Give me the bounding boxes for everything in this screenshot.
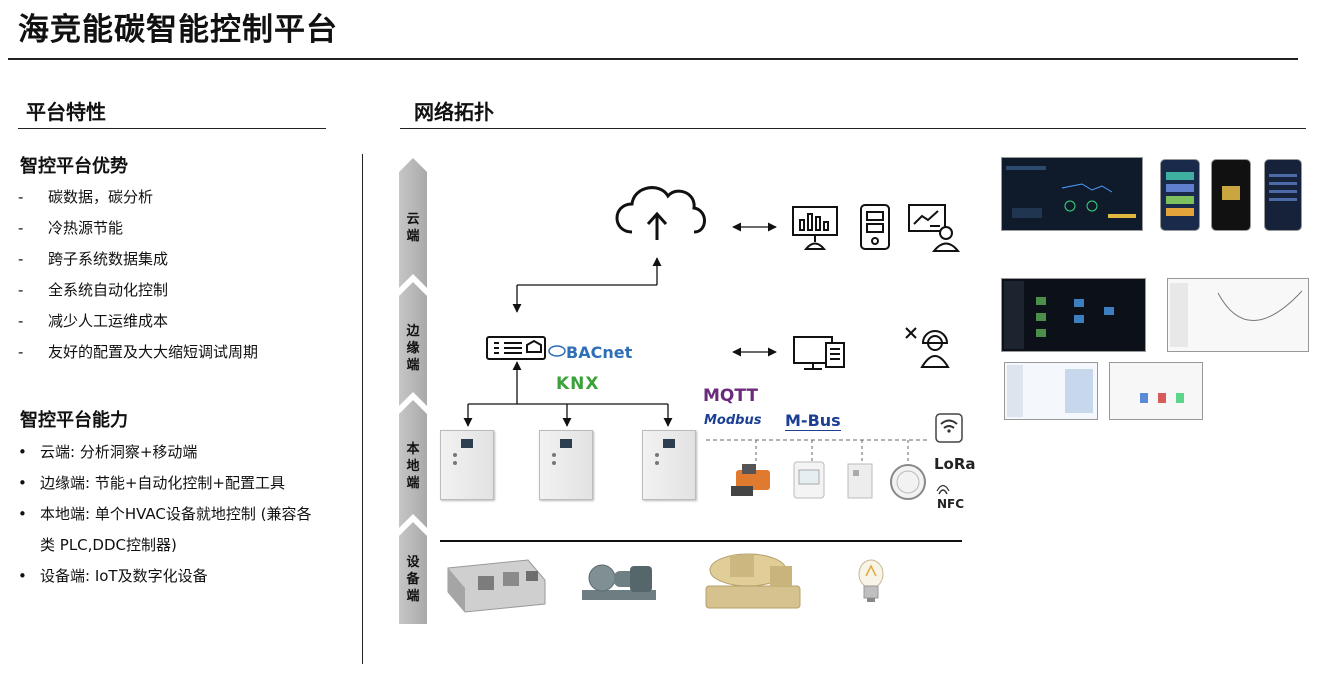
- capability-bullet: •: [18, 443, 27, 461]
- tier-device-segment: [399, 522, 427, 624]
- capability-text: 设备端: IoT及数字化设备: [40, 567, 208, 585]
- chiller-unit: [705, 553, 801, 609]
- cloud-dashboard-screenshot: [1001, 157, 1143, 231]
- advantage-item: - 减少人工运维成本: [18, 310, 168, 331]
- tier-bar: [399, 158, 427, 624]
- mobile-app-screenshot-2: [1211, 159, 1251, 231]
- gateway-icon: [486, 336, 546, 360]
- engineer-icon: [905, 327, 950, 368]
- advantage-bullet: -: [18, 250, 24, 268]
- tier-label-cloud: 云 端: [406, 212, 420, 244]
- dashboard-monitor-icon: [792, 206, 838, 250]
- controller-cabinet-2: [539, 430, 593, 500]
- mobile-app-screenshot-1: [1160, 159, 1200, 231]
- advantage-item: - 全系统自动化控制: [18, 279, 168, 300]
- sensor-device: [847, 463, 873, 499]
- knx-label: KNX: [556, 374, 600, 394]
- capability-item: • 边缘端: 节能+自动化控制+配置工具: [18, 472, 285, 493]
- controller-cabinet-1: [440, 430, 494, 500]
- advantage-text: 冷热源节能: [48, 219, 124, 237]
- tier-label-local: 本 地 端: [406, 442, 420, 491]
- wifi-icon: [935, 413, 963, 443]
- air-handling-unit: [447, 559, 546, 613]
- page-title: 海竞能碳智能控制平台: [18, 12, 338, 48]
- config-tool-screenshot-2: [1109, 362, 1203, 420]
- capability-item: 类 PLC,DDC控制器): [20, 534, 177, 555]
- edge-scada-screenshot: [1001, 278, 1146, 352]
- mobile-app-screenshot-3: [1264, 159, 1302, 231]
- advantage-text: 碳数据，碳分析: [48, 188, 154, 206]
- advantage-text: 减少人工运维成本: [48, 312, 169, 330]
- nfc-icon: [936, 484, 950, 495]
- advantage-bullet: -: [18, 343, 24, 361]
- advantages-title: 智控平台优势: [20, 156, 128, 177]
- edge-chart-screenshot: [1167, 278, 1309, 352]
- mqtt-label: MQTT: [703, 386, 758, 406]
- capability-text: 本地端: 单个HVAC设备就地控制 (兼容各: [40, 505, 312, 523]
- smart-bulb: [858, 559, 884, 602]
- topology-heading: 网络拓扑: [414, 100, 494, 124]
- pump-unit: [582, 564, 656, 600]
- nfc-label: NFC: [937, 497, 965, 511]
- capability-text: 边缘端: 节能+自动化控制+配置工具: [40, 474, 285, 492]
- features-heading: 平台特性: [26, 100, 106, 124]
- mbus-label: M-Bus: [785, 411, 841, 431]
- advantage-text: 友好的配置及大大缩短调试周期: [48, 343, 259, 361]
- advantage-item: - 冷热源节能: [18, 217, 123, 238]
- lora-label: LoRa: [934, 455, 976, 473]
- advantage-item: - 友好的配置及大大缩短调试周期: [18, 341, 258, 362]
- tier-local-segment: [399, 400, 427, 528]
- capabilities-title: 智控平台能力: [20, 410, 128, 431]
- topology-heading-rule: [400, 128, 1306, 129]
- capability-item: • 本地端: 单个HVAC设备就地控制 (兼容各: [18, 503, 312, 524]
- tier-label-device: 设 备 端: [406, 555, 420, 604]
- bacnet-label: BACnet: [566, 343, 633, 362]
- advantage-bullet: -: [18, 188, 24, 206]
- advantage-bullet: -: [18, 281, 24, 299]
- features-heading-rule: [18, 128, 326, 129]
- column-divider: [362, 154, 363, 664]
- capability-bullet: •: [18, 474, 27, 492]
- advantage-text: 全系统自动化控制: [48, 281, 169, 299]
- advantage-item: - 碳数据，碳分析: [18, 186, 153, 207]
- advantage-item: - 跨子系统数据集成: [18, 248, 168, 269]
- advantage-bullet: -: [18, 219, 24, 237]
- title-divider: [8, 58, 1298, 60]
- capability-text: 类 PLC,DDC控制器): [40, 536, 177, 554]
- cloud-upload-icon: [615, 186, 706, 240]
- modbus-label: Modbus: [704, 413, 762, 428]
- bacnet-logo: [548, 345, 566, 357]
- analyst-user-icon: [908, 204, 961, 252]
- capability-bullet: •: [18, 505, 27, 523]
- capability-text: 云端: 分析洞察+移动端: [40, 443, 198, 461]
- tier-cloud-segment: [399, 158, 427, 288]
- capability-bullet: •: [18, 567, 27, 585]
- capability-item: • 云端: 分析洞察+移动端: [18, 441, 197, 462]
- thermostat-device: [793, 461, 825, 499]
- tier-label-edge: 边 缘 端: [406, 324, 420, 373]
- tier-edge-segment: [399, 282, 427, 406]
- actuator-device: [731, 464, 770, 496]
- advantage-text: 跨子系统数据集成: [48, 250, 169, 268]
- mobile-device-icon: [860, 204, 890, 250]
- capability-item: • 设备端: IoT及数字化设备: [18, 565, 208, 586]
- meter-device: [890, 464, 926, 500]
- advantage-bullet: -: [18, 312, 24, 330]
- workstation-icon: [793, 336, 845, 370]
- config-tool-screenshot-1: [1004, 362, 1098, 420]
- controller-cabinet-3: [642, 430, 696, 500]
